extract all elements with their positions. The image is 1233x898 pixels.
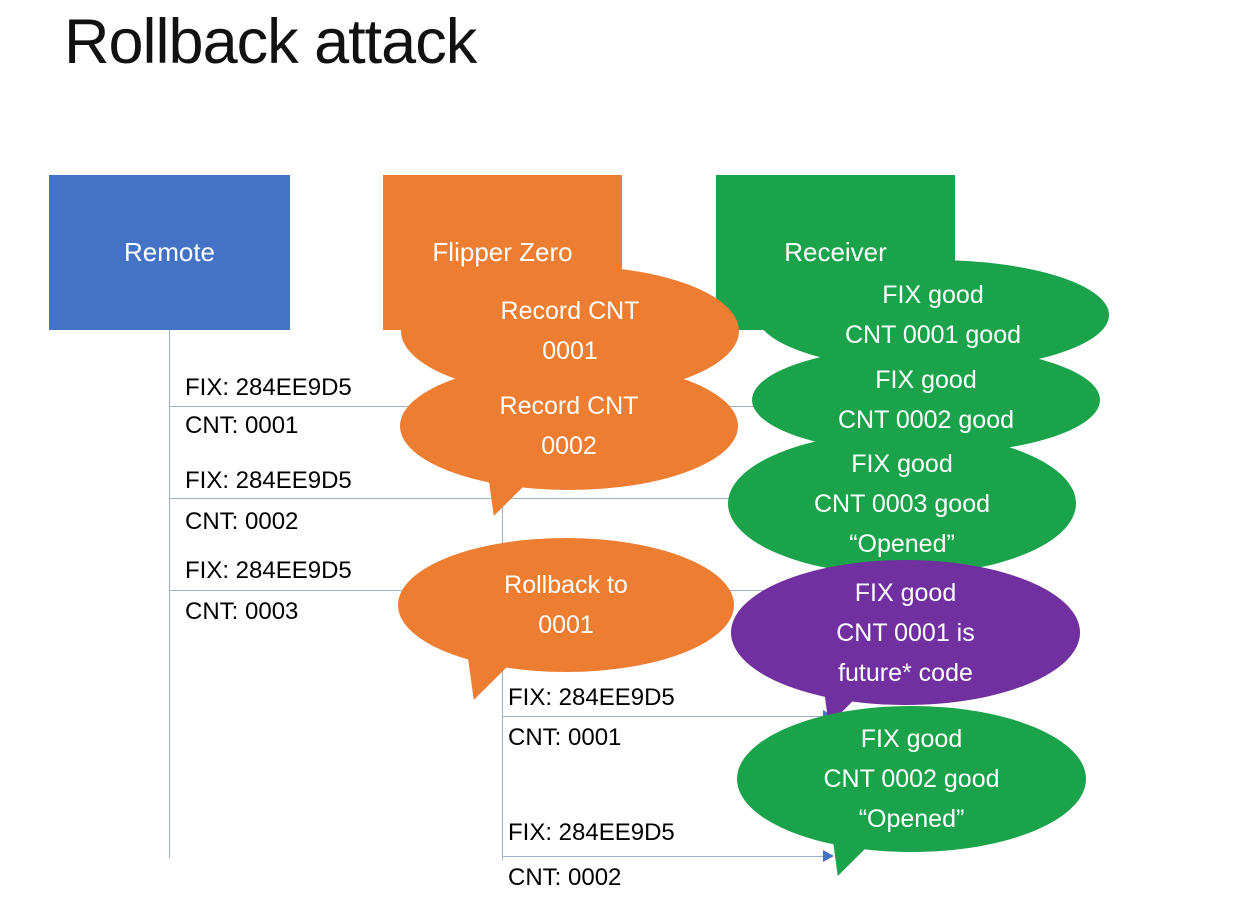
message-2-fix-label: FIX: 284EE9D5	[185, 467, 352, 494]
callout-fix-good-cnt-0002-good-opened: FIX good CNT 0002 good “Opened”	[737, 706, 1086, 876]
callout-line: “Opened”	[849, 529, 955, 558]
callout-line: FIX good	[860, 725, 963, 753]
callout-line: 0001	[538, 611, 594, 639]
message-2-cnt-label: CNT: 0002	[185, 508, 299, 535]
callout-line: FIX good	[851, 449, 953, 478]
callout-record-cnt-0002: Record CNT 0002	[400, 362, 738, 516]
callout-line: FIX good	[875, 366, 977, 394]
callout-rollback-to-0001: Rollback to 0001	[398, 538, 734, 700]
message-3-cnt-label: CNT: 0003	[185, 598, 299, 625]
callout-line: “Opened”	[858, 805, 965, 833]
arrowhead-icon	[823, 850, 834, 862]
message-3-fix-label: FIX: 284EE9D5	[185, 557, 352, 584]
slide-title: Rollback attack	[64, 7, 477, 77]
callout-line: FIX good	[882, 281, 984, 309]
message-1-fix-label: FIX: 284EE9D5	[185, 374, 352, 401]
message-5-fix-label: FIX: 284EE9D5	[508, 819, 675, 846]
callout-line: 0001	[542, 337, 598, 365]
callout-tail	[832, 834, 880, 876]
callout-line: CNT 0001 good	[844, 321, 1022, 349]
message-1-cnt-label: CNT: 0001	[185, 412, 299, 439]
callout-line: future* code	[838, 658, 973, 687]
callout-line: 0002	[541, 432, 597, 460]
callout-line: Record CNT	[499, 392, 639, 420]
callout-line: CNT 0002 good	[823, 765, 1000, 793]
callout-fix-good-cnt-0003-good-opened: FIX good CNT 0003 good “Opened”	[728, 432, 1076, 575]
callout-fix-good-cnt-0001-good: FIX good CNT 0001 good	[757, 260, 1109, 370]
message-5-arrow	[502, 850, 834, 862]
callout-line: CNT 0002 good	[837, 406, 1015, 434]
lifeline-remote	[169, 330, 170, 858]
callout-line: Rollback to	[504, 571, 628, 599]
callout-line: FIX good	[854, 578, 957, 607]
message-4-fix-label: FIX: 284EE9D5	[508, 684, 675, 711]
callout-line: Record CNT	[500, 297, 640, 325]
message-4-cnt-label: CNT: 0001	[508, 724, 622, 751]
callout-line: CNT 0001 is	[836, 618, 975, 647]
callout-line: CNT 0003 good	[813, 489, 991, 518]
message-5-cnt-label: CNT: 0002	[508, 864, 622, 891]
message-4-arrow	[502, 710, 834, 722]
callout-tail	[488, 474, 536, 516]
callout-fix-good-cnt-0001-future-code: FIX good CNT 0001 is future* code	[731, 560, 1080, 725]
actor-remote: Remote	[49, 175, 290, 330]
